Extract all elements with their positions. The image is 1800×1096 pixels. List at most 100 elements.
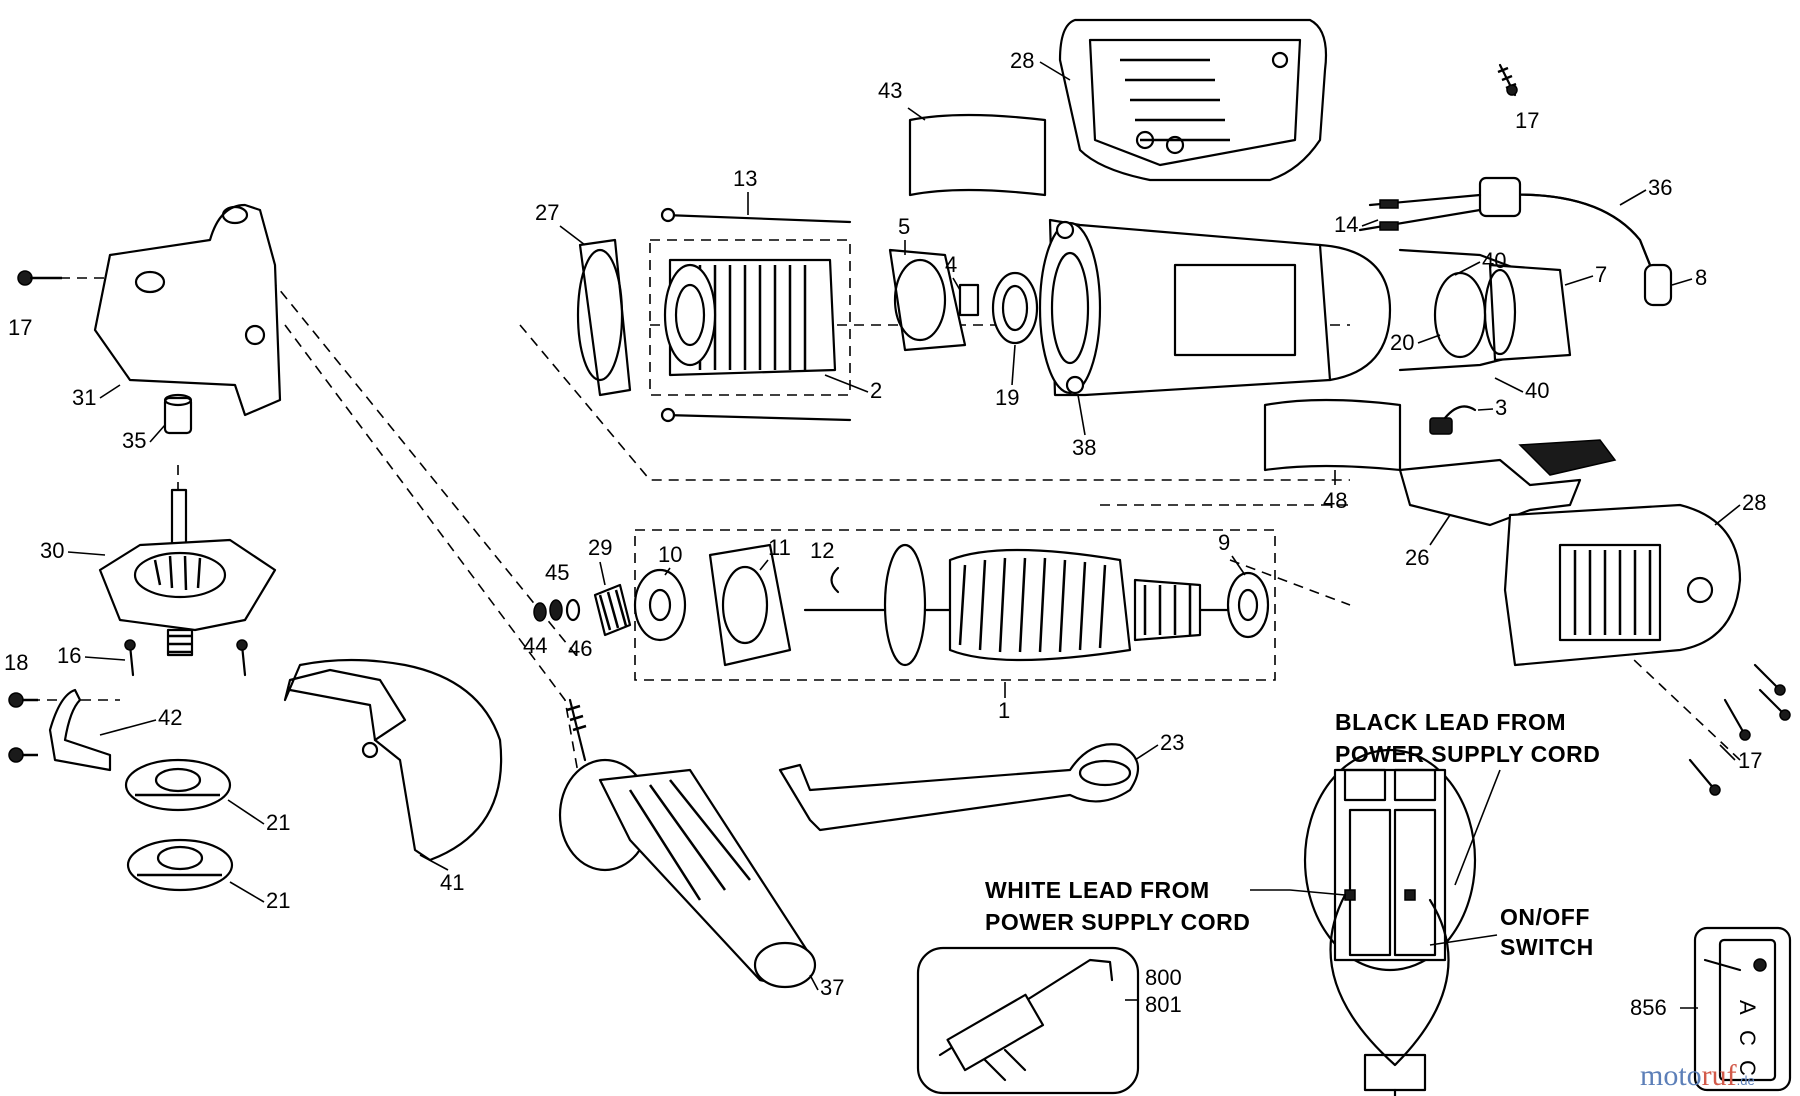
label-part-8: 8	[1695, 265, 1707, 290]
note-switch-1: ON/OFF	[1500, 904, 1590, 930]
label-part-48: 48	[1323, 488, 1347, 513]
part-27-baffle	[576, 238, 632, 397]
label-part-29: 29	[588, 535, 612, 560]
label-part-17: 17	[1738, 748, 1762, 773]
part-26-switch	[1398, 439, 1617, 527]
label-part-31: 31	[72, 385, 96, 410]
part-5-brush-holder	[888, 248, 980, 352]
label-part-19: 19	[995, 385, 1019, 410]
label-part-14: 14	[1334, 212, 1358, 237]
part-1-armature-group	[634, 529, 1276, 681]
part-2-stator	[649, 207, 852, 423]
label-part-38: 38	[1072, 435, 1096, 460]
label-part-23: 23	[1160, 730, 1184, 755]
part-42-clamp	[48, 688, 112, 772]
note-white-lead-2: POWER SUPPLY CORD	[985, 909, 1250, 935]
part-31-gear-case	[93, 203, 282, 417]
part-9-bearing	[1226, 571, 1270, 639]
part-17-screws-right	[1688, 663, 1791, 796]
label-part-4: 4	[945, 252, 957, 277]
acc-letter-1: A	[1735, 1000, 1760, 1015]
part-28-top-housing	[1058, 18, 1328, 182]
part-30-spindle-assembly	[98, 488, 277, 657]
label-part-2: 2	[870, 378, 882, 403]
label-part-13: 13	[733, 166, 757, 191]
part-19-bushing	[991, 271, 1039, 345]
note-black-lead-1: BLACK LEAD FROM	[1335, 709, 1566, 735]
label-part-28: 28	[1742, 490, 1766, 515]
label-part-11: 11	[768, 535, 791, 560]
label-part-35: 35	[122, 428, 146, 453]
label-part-800: 800	[1145, 965, 1182, 990]
part-number-labels: 28 43 17 36 14 13 27 5 4 40 7 8 20 40 2 …	[4, 48, 1766, 1020]
label-part-7: 7	[1595, 262, 1607, 287]
watermark-part-2: ruf	[1702, 1059, 1737, 1092]
label-part-37: 37	[820, 975, 844, 1000]
part-48-label	[1263, 398, 1402, 472]
part-36-power-cord	[1358, 176, 1673, 307]
part-16-screws	[124, 639, 248, 677]
part-10-bearing	[633, 568, 687, 642]
label-part-3: 3	[1495, 395, 1507, 420]
label-part-21: 21	[266, 810, 290, 835]
part-29-pinion	[593, 583, 632, 637]
label-part-16: 16	[57, 643, 81, 668]
label-part-43: 43	[878, 78, 902, 103]
part-11-retainer	[708, 543, 792, 667]
note-switch-2: SWITCH	[1500, 934, 1594, 960]
acc-letter-3: C	[1735, 1060, 1760, 1076]
part-12-clip	[830, 566, 840, 594]
note-black-lead-2: POWER SUPPLY CORD	[1335, 741, 1600, 767]
watermark-suffix: .de	[1737, 1073, 1755, 1088]
part-18-screw	[8, 692, 38, 763]
label-part-41: 41	[440, 870, 464, 895]
part-3-carbon-brush	[1429, 405, 1477, 435]
part-43-label	[908, 113, 1047, 197]
label-part-40: 40	[1482, 248, 1506, 273]
label-part-17: 17	[1515, 108, 1539, 133]
label-part-27: 27	[535, 200, 559, 225]
acc-tag-letters: A C C	[1735, 1000, 1760, 1076]
watermark: motoruf.de	[1640, 1059, 1755, 1092]
part-20-ring	[1433, 271, 1487, 359]
label-part-21: 21	[266, 888, 290, 913]
label-part-801: 801	[1145, 992, 1182, 1017]
watermark-text: motoruf.de	[1640, 1059, 1755, 1092]
label-part-20: 20	[1390, 330, 1414, 355]
parts-800-801-tool-box	[916, 946, 1140, 1095]
acc-letter-2: C	[1735, 1030, 1760, 1046]
part-17-screw-top	[1497, 63, 1518, 97]
watermark-part-1: moto	[1640, 1059, 1702, 1092]
switch-wiring-diagram	[1303, 748, 1477, 1096]
label-part-36: 36	[1648, 175, 1672, 200]
label-part-856: 856	[1630, 995, 1667, 1020]
label-part-26: 26	[1405, 545, 1429, 570]
part-38-motor-housing	[1038, 218, 1392, 397]
part-21-flange-bottom	[126, 838, 234, 892]
label-part-17: 17	[8, 315, 32, 340]
part-21-flange-top	[124, 758, 232, 812]
label-part-30: 30	[40, 538, 64, 563]
label-part-9: 9	[1218, 530, 1230, 555]
part-28-rear-housing	[1503, 503, 1742, 667]
label-part-12: 12	[810, 538, 834, 563]
part-23-spanner	[778, 743, 1140, 832]
label-part-44: 44	[523, 633, 547, 658]
part-37-side-handle	[558, 698, 817, 989]
label-part-42: 42	[158, 705, 182, 730]
parts-44-45-46-washers	[533, 598, 581, 622]
label-part-28: 28	[1010, 48, 1034, 73]
label-part-18: 18	[4, 650, 28, 675]
part-35-bushing	[163, 393, 193, 435]
wiring-notes: BLACK LEAD FROM POWER SUPPLY CORD WHITE …	[985, 709, 1600, 960]
note-white-lead-1: WHITE LEAD FROM	[985, 877, 1210, 903]
part-17-screw-left	[17, 270, 62, 286]
label-part-46: 46	[568, 636, 592, 661]
part-41-guard	[283, 658, 503, 862]
part-856-acc-tag	[1693, 926, 1792, 1092]
label-part-1: 1	[998, 698, 1010, 723]
label-part-10: 10	[658, 542, 682, 567]
label-part-5: 5	[898, 214, 910, 239]
